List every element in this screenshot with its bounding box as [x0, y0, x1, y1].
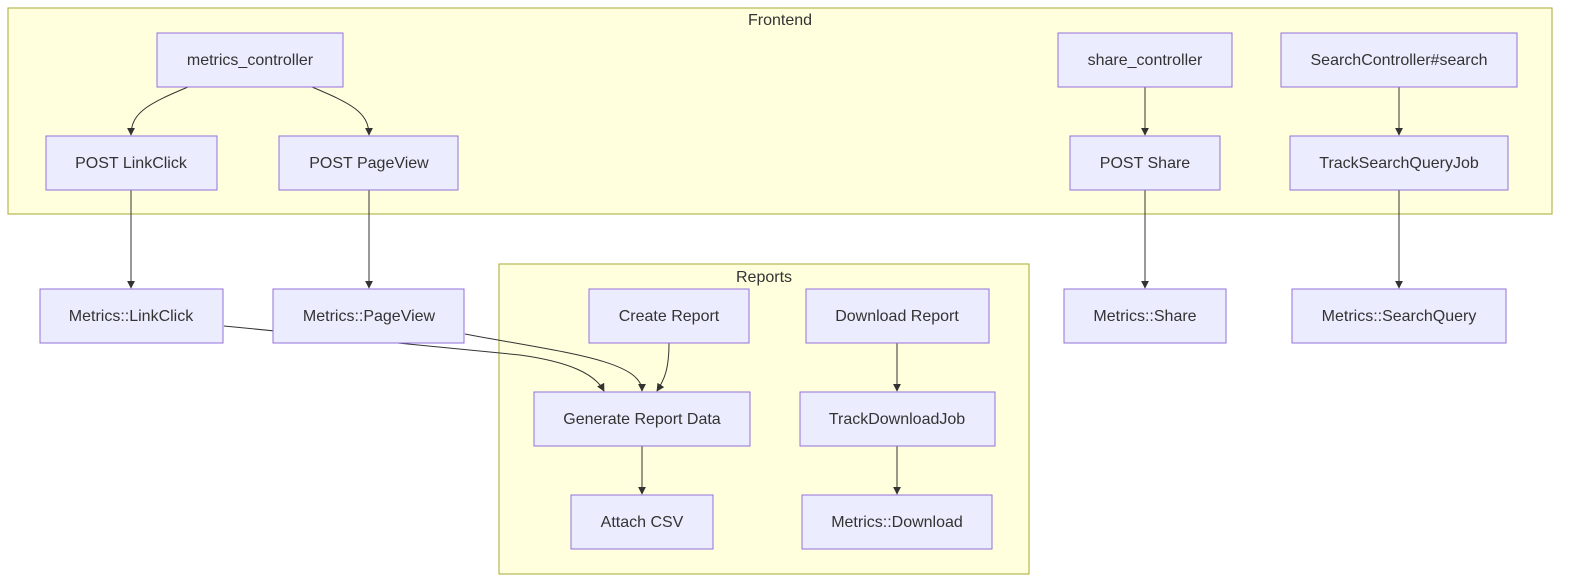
- cluster-frontend-label: Frontend: [748, 12, 812, 29]
- node-metrics-download-label: Metrics::Download: [831, 514, 963, 531]
- node-post-linkclick: POST LinkClick: [45, 135, 218, 191]
- edge-metrics-linkclick-to-generate-report-data: [223, 325, 605, 392]
- node-metrics-controller: metrics_controller: [156, 32, 344, 88]
- node-track-download-job: TrackDownloadJob: [799, 391, 996, 447]
- edge-metrics-pageview-to-generate-report-data: [464, 333, 646, 392]
- node-track-search-job-label: TrackSearchQueryJob: [1319, 155, 1479, 172]
- node-track-download-job-label: TrackDownloadJob: [829, 411, 965, 428]
- node-post-pageview: POST PageView: [278, 135, 459, 191]
- edges: [127, 86, 1403, 495]
- node-attach-csv-label: Attach CSV: [601, 514, 684, 531]
- node-search-controller: SearchController#search: [1280, 32, 1518, 88]
- edge-create-report-to-generate-report-data: [656, 342, 670, 392]
- cluster-reports-label: Reports: [736, 269, 792, 286]
- node-post-linkclick-label: POST LinkClick: [75, 155, 188, 172]
- node-post-pageview-label: POST PageView: [309, 155, 429, 172]
- node-metrics-pageview-label: Metrics::PageView: [303, 308, 436, 325]
- node-metrics-download: Metrics::Download: [801, 494, 993, 550]
- node-download-report-label: Download Report: [835, 308, 959, 325]
- node-create-report: Create Report: [588, 288, 750, 344]
- node-metrics-controller-label: metrics_controller: [187, 52, 314, 69]
- node-generate-report-data-label: Generate Report Data: [563, 411, 721, 428]
- node-metrics-linkclick: Metrics::LinkClick: [39, 288, 224, 344]
- node-attach-csv: Attach CSV: [570, 494, 714, 550]
- node-metrics-linkclick-label: Metrics::LinkClick: [69, 308, 194, 325]
- node-post-share: POST Share: [1069, 135, 1221, 191]
- node-download-report: Download Report: [805, 288, 990, 344]
- node-share-controller-label: share_controller: [1088, 52, 1203, 69]
- edge-metrics-controller-to-post-pageview: [311, 86, 373, 136]
- node-metrics-pageview: Metrics::PageView: [272, 288, 465, 344]
- node-create-report-label: Create Report: [619, 308, 720, 325]
- node-metrics-searchquery: Metrics::SearchQuery: [1291, 288, 1507, 344]
- node-metrics-searchquery-label: Metrics::SearchQuery: [1322, 308, 1477, 325]
- node-track-search-job: TrackSearchQueryJob: [1289, 135, 1509, 191]
- node-metrics-share: Metrics::Share: [1063, 288, 1227, 344]
- node-search-controller-label: SearchController#search: [1311, 52, 1488, 69]
- node-share-controller: share_controller: [1057, 32, 1233, 88]
- edge-metrics-controller-to-post-linkclick: [127, 86, 189, 136]
- node-post-share-label: POST Share: [1100, 155, 1191, 172]
- node-generate-report-data: Generate Report Data: [533, 391, 751, 447]
- node-metrics-share-label: Metrics::Share: [1093, 308, 1196, 325]
